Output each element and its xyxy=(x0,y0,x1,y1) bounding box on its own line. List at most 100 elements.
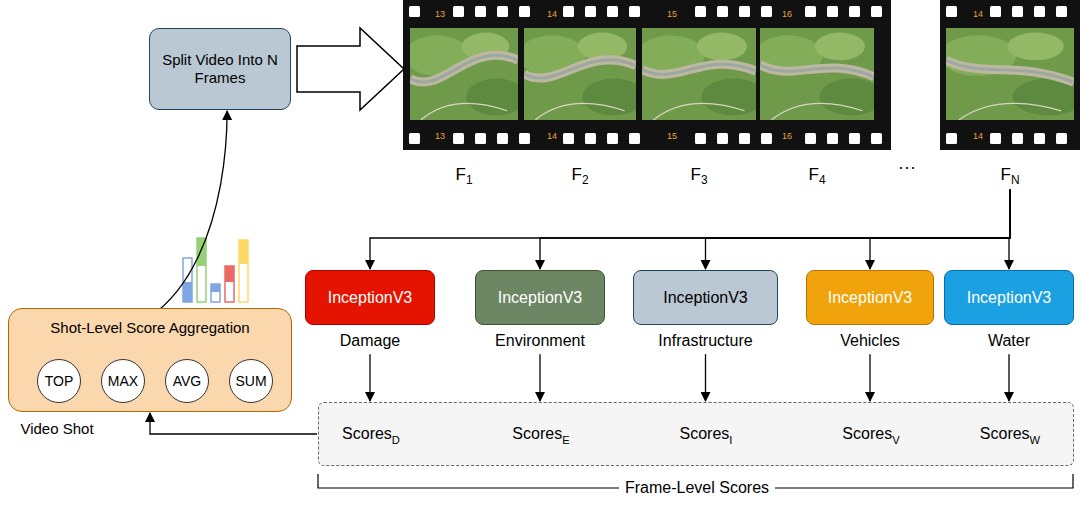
road xyxy=(653,103,744,120)
sprocket-hole xyxy=(849,133,860,144)
sprocket-hole xyxy=(717,133,728,144)
sprocket-hole xyxy=(1034,133,1045,144)
bar-fill xyxy=(239,240,248,264)
sprocket-hole xyxy=(629,133,640,144)
model-name: InceptionV3 xyxy=(498,288,583,307)
method-circle: AVG xyxy=(165,359,209,403)
hill xyxy=(582,79,636,116)
model-name: InceptionV3 xyxy=(967,288,1052,307)
river xyxy=(410,55,518,82)
bar-fill xyxy=(183,282,192,302)
frame-number: 14 xyxy=(547,131,557,142)
category-label: Damage xyxy=(340,331,400,350)
hill xyxy=(697,33,747,61)
film-strip xyxy=(403,0,891,150)
sprocket-hole xyxy=(409,6,420,17)
river xyxy=(524,60,636,78)
hill xyxy=(1013,79,1074,116)
model-name: InceptionV3 xyxy=(328,288,413,307)
sprocket-hole xyxy=(849,6,860,17)
connector xyxy=(706,189,1011,269)
aerial-photo xyxy=(946,28,1074,120)
aerial-photo xyxy=(760,28,874,120)
sprocket-hole xyxy=(475,133,486,144)
sprocket-hole xyxy=(761,133,772,144)
river-water xyxy=(642,64,756,74)
frame-number: 14 xyxy=(547,9,557,20)
sprocket-hole xyxy=(827,133,838,144)
category-label: Environment xyxy=(495,331,585,350)
sprocket-hole xyxy=(805,133,816,144)
sprocket-hole xyxy=(739,133,750,144)
connector xyxy=(1009,189,1010,269)
connector xyxy=(369,354,370,401)
aerial-photo xyxy=(642,28,756,120)
method-name: TOP xyxy=(45,373,74,390)
ellipsis: ··· xyxy=(898,157,916,179)
score-text: ScoresV xyxy=(842,424,899,443)
frame-label: F2 xyxy=(571,165,588,185)
method-circle: TOP xyxy=(37,359,81,403)
model-box: InceptionV3Water xyxy=(944,270,1074,325)
sprocket-hole xyxy=(990,133,1001,144)
sprocket-hole xyxy=(629,6,640,17)
connector xyxy=(1008,354,1009,401)
bar-fill xyxy=(225,266,234,282)
sprocket-hole xyxy=(695,133,706,144)
bar-chart-icon xyxy=(183,238,248,302)
subscript: 2 xyxy=(582,173,589,187)
river-water xyxy=(524,60,636,78)
frame-label: F1 xyxy=(455,165,472,185)
subscript: 4 xyxy=(819,173,826,187)
sprocket-hole xyxy=(695,6,706,17)
aggregation-box: Shot-Level Score AggregationTOPMAXAVGSUM xyxy=(8,308,292,412)
sprocket-hole xyxy=(1056,133,1067,144)
model-name: InceptionV3 xyxy=(828,288,913,307)
video-frame: F3 xyxy=(642,28,756,120)
hill xyxy=(1007,33,1063,61)
connector xyxy=(870,189,1010,269)
bar xyxy=(183,258,192,302)
frame-number: 16 xyxy=(782,131,792,142)
video-frame: F4 xyxy=(760,28,874,120)
subscript: D xyxy=(392,434,400,446)
aerial-photo xyxy=(410,28,518,120)
road xyxy=(535,103,625,120)
sprocket-hole xyxy=(585,6,596,17)
frame-number: 14 xyxy=(973,131,983,142)
film-strip xyxy=(940,0,1080,150)
sprocket-hole xyxy=(717,6,728,17)
connector xyxy=(539,354,540,401)
bar xyxy=(197,238,206,302)
subscript: E xyxy=(562,434,569,446)
connector xyxy=(705,354,706,401)
model-box: InceptionV3Environment xyxy=(475,270,605,325)
river xyxy=(642,64,756,74)
subscript: W xyxy=(1030,434,1041,446)
hill xyxy=(466,79,518,116)
subscript: N xyxy=(1011,173,1020,187)
sprocket-hole xyxy=(946,133,957,144)
bar xyxy=(211,284,220,302)
frame-number: 15 xyxy=(667,131,677,142)
sprocket-hole xyxy=(805,6,816,17)
video-frame: FN xyxy=(946,28,1074,120)
sprocket-hole xyxy=(761,6,772,17)
category-label: Vehicles xyxy=(840,331,900,350)
hill xyxy=(815,33,865,61)
road xyxy=(771,103,862,120)
river-water xyxy=(410,55,518,82)
subscript: 3 xyxy=(701,173,708,187)
bracket-label: Frame-Level Scores xyxy=(619,478,775,497)
box-title: Shot-Level Score Aggregation xyxy=(50,319,249,337)
score-text: ScoresE xyxy=(512,424,569,443)
score-text: ScoresD xyxy=(342,424,400,443)
sprocket-hole xyxy=(1034,6,1045,17)
connector xyxy=(150,413,317,434)
aerial-photo xyxy=(524,28,636,120)
sprocket-hole xyxy=(585,133,596,144)
sprocket-hole xyxy=(497,133,508,144)
video-frame: F1 xyxy=(410,28,518,120)
method-name: SUM xyxy=(235,373,266,390)
sprocket-hole xyxy=(563,6,574,17)
